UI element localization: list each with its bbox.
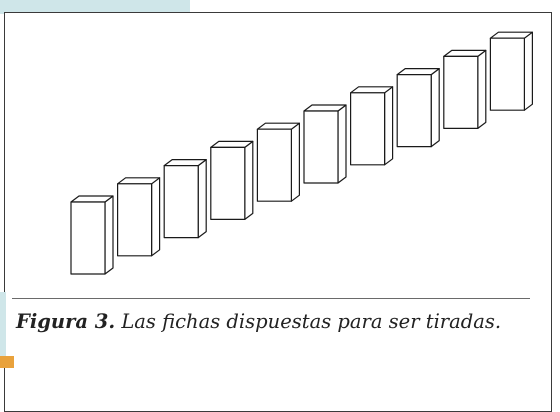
domino-side-face (337, 104, 347, 184)
domino-front-face (489, 37, 526, 111)
domino-top-face (489, 31, 534, 39)
domino-piece (70, 195, 114, 275)
domino-front-face (210, 146, 246, 220)
domino-side-face (244, 140, 254, 220)
domino-piece (116, 177, 161, 257)
domino-front-face (116, 183, 153, 257)
domino-piece (396, 67, 440, 148)
domino-front-face (163, 165, 199, 239)
domino-top-face (70, 195, 114, 203)
domino-front-face (443, 55, 479, 129)
domino-side-face (477, 49, 487, 129)
domino-side-face (151, 177, 161, 257)
caption-label: Figura 3. (16, 310, 116, 333)
figure-caption: Figura 3. Las fichas dispuestas para ser… (16, 310, 546, 333)
domino-front-face (396, 73, 432, 148)
domino-side-face (290, 122, 300, 202)
domino-top-face (443, 49, 487, 58)
domino-piece (210, 140, 254, 220)
domino-side-face (197, 159, 207, 239)
domino-top-face (163, 159, 207, 167)
domino-top-face (256, 122, 300, 130)
domino-front-face (70, 201, 106, 275)
domino-front-face (256, 128, 292, 202)
bottom-accent-block (0, 356, 14, 368)
header-tab-strip (0, 0, 190, 14)
caption-text: Las fichas dispuestas para ser tiradas. (121, 310, 502, 333)
domino-top-face (116, 177, 161, 185)
domino-piece (256, 122, 300, 202)
domino-piece (163, 159, 207, 239)
domino-piece (443, 49, 487, 129)
domino-diagram (70, 31, 534, 275)
domino-top-face (350, 86, 394, 94)
domino-top-face (210, 140, 254, 148)
domino-side-face (523, 31, 534, 111)
left-accent-strip (0, 292, 6, 368)
domino-side-face (384, 86, 394, 166)
domino-front-face (303, 110, 339, 184)
domino-side-face (104, 195, 114, 275)
domino-piece (303, 104, 347, 184)
caption-divider (12, 298, 530, 299)
domino-piece (350, 86, 394, 166)
domino-piece (489, 31, 534, 111)
domino-top-face (303, 104, 347, 112)
domino-side-face (430, 67, 440, 148)
domino-top-face (396, 67, 440, 76)
domino-front-face (350, 92, 386, 166)
